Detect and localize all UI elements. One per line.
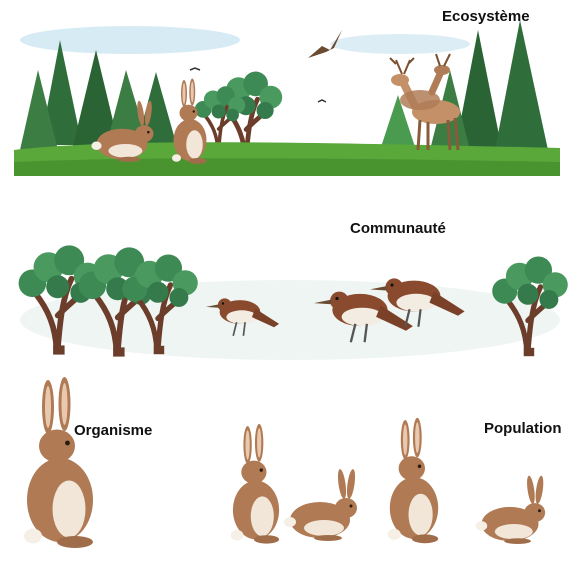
community-scene [19, 245, 568, 360]
ecosystem-scene [14, 16, 560, 176]
label-population: Population [484, 420, 562, 437]
label-organism: Organisme [74, 422, 152, 439]
label-ecosystem: Ecosystème [442, 8, 530, 25]
organism-scene [24, 377, 93, 548]
label-community: Communauté [350, 220, 446, 237]
